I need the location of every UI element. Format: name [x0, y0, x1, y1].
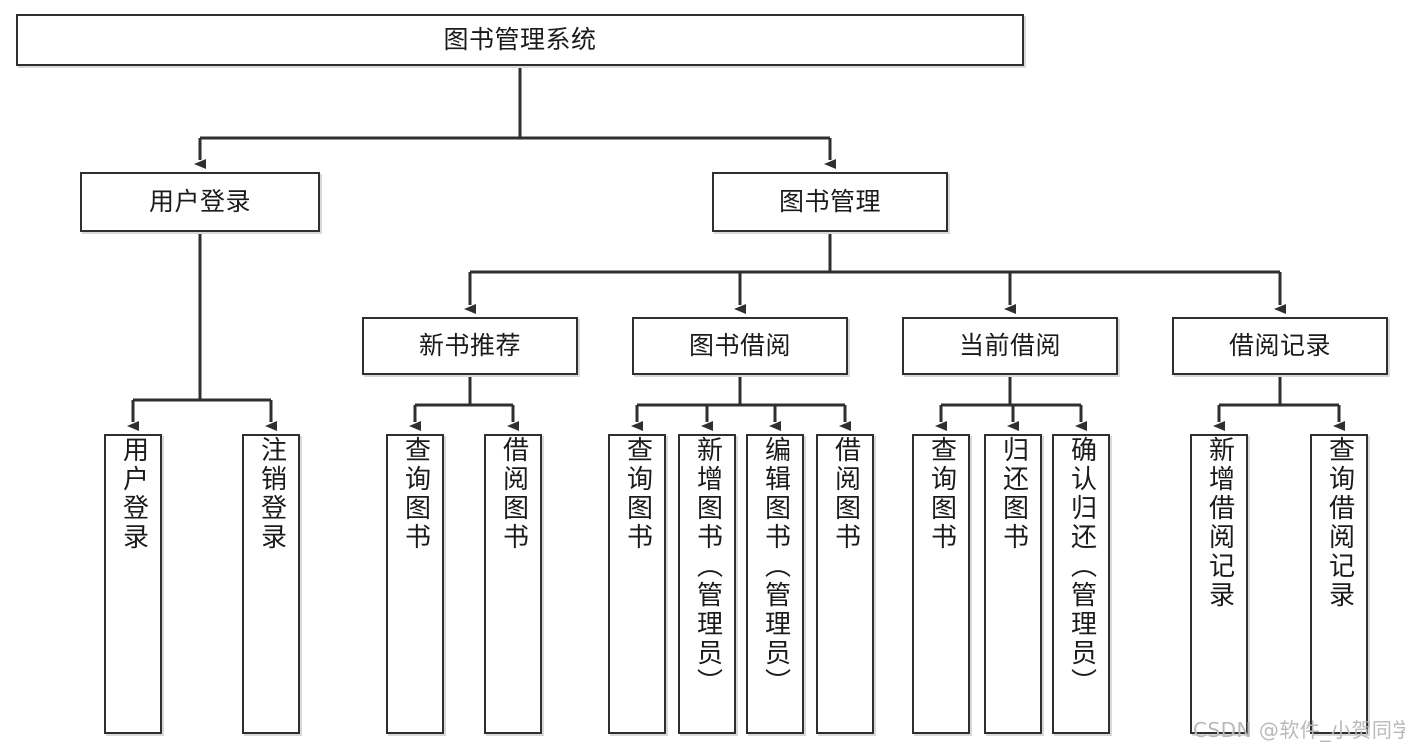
node-borrow-record[interactable]: 借阅记录 [1172, 317, 1388, 375]
watermark: CSDN @软件_小贺同学 [1193, 718, 1405, 742]
node-leaf-query-record[interactable]: 查询借阅记录 [1310, 434, 1368, 734]
node-leaf-return-book[interactable]: 归还图书 [984, 434, 1042, 734]
node-leaf-query-book-3[interactable]: 查询图书 [912, 434, 970, 734]
node-current-borrow-label: 当前借阅 [958, 331, 1061, 360]
node-new-book-recommend[interactable]: 新书推荐 [362, 317, 578, 375]
node-leaf-user-login-label: 用户登录 [118, 436, 149, 552]
node-root-label: 图书管理系统 [443, 25, 597, 54]
node-root[interactable]: 图书管理系统 [16, 14, 1024, 66]
node-leaf-borrow-book-1-label: 借阅图书 [498, 436, 529, 552]
node-leaf-borrow-book-2[interactable]: 借阅图书 [816, 434, 874, 734]
node-leaf-logout[interactable]: 注销登录 [242, 434, 300, 734]
node-new-book-recommend-label: 新书推荐 [418, 331, 521, 360]
node-book-borrow[interactable]: 图书借阅 [632, 317, 848, 375]
node-leaf-confirm-return[interactable]: 确认归还（管理员） [1052, 434, 1110, 734]
node-leaf-query-book-3-label: 查询图书 [926, 436, 957, 552]
node-leaf-add-record-label: 新增借阅记录 [1204, 436, 1235, 610]
node-leaf-borrow-book-1[interactable]: 借阅图书 [484, 434, 542, 734]
node-leaf-query-book-2-label: 查询图书 [622, 436, 653, 552]
node-leaf-return-book-label: 归还图书 [998, 436, 1029, 552]
node-borrow-record-label: 借阅记录 [1228, 331, 1331, 360]
node-book-borrow-label: 图书借阅 [688, 331, 791, 360]
node-leaf-add-book-label: 新增图书（管理员） [692, 436, 723, 697]
node-book-manage-label: 图书管理 [778, 187, 881, 216]
node-leaf-edit-book-label: 编辑图书（管理员） [760, 436, 791, 697]
node-book-manage[interactable]: 图书管理 [712, 172, 948, 232]
node-user-login[interactable]: 用户登录 [80, 172, 320, 232]
node-leaf-borrow-book-2-label: 借阅图书 [830, 436, 861, 552]
node-leaf-confirm-return-label: 确认归还（管理员） [1066, 436, 1097, 697]
node-current-borrow[interactable]: 当前借阅 [902, 317, 1118, 375]
node-leaf-add-book[interactable]: 新增图书（管理员） [678, 434, 736, 734]
node-leaf-logout-label: 注销登录 [256, 436, 287, 552]
node-user-login-label: 用户登录 [148, 187, 251, 216]
node-leaf-user-login[interactable]: 用户登录 [104, 434, 162, 734]
node-leaf-add-record[interactable]: 新增借阅记录 [1190, 434, 1248, 734]
node-leaf-query-book-1[interactable]: 查询图书 [386, 434, 444, 734]
node-leaf-query-book-2[interactable]: 查询图书 [608, 434, 666, 734]
node-leaf-query-book-1-label: 查询图书 [400, 436, 431, 552]
node-leaf-query-record-label: 查询借阅记录 [1324, 436, 1355, 610]
node-leaf-edit-book[interactable]: 编辑图书（管理员） [746, 434, 804, 734]
